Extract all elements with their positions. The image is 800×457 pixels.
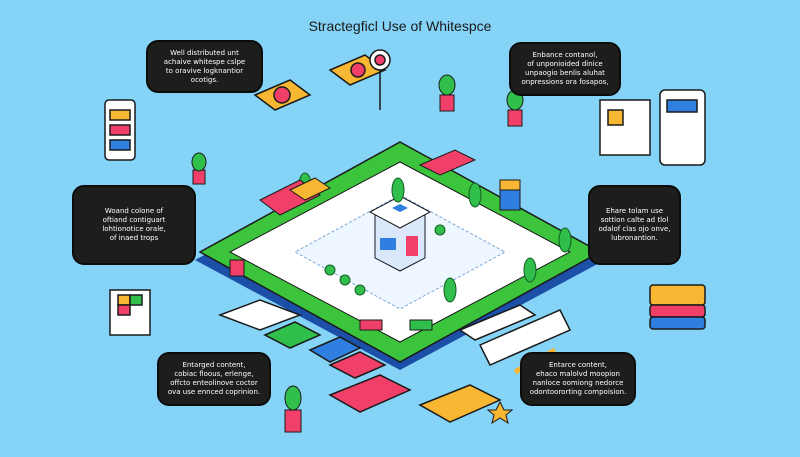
speech-bubble-bottom-left: Entarged content, cobiac floous, erlenge…	[157, 352, 271, 406]
potted-plants	[191, 74, 524, 433]
speech-bubble-bottom-right: Entarce content, ehaco malolvd moopion n…	[520, 352, 636, 406]
page-title: Stractegficl Use of Whitespce	[308, 18, 492, 34]
bubble-text: Entarce content, ehaco malolvd moopion n…	[529, 361, 627, 396]
speech-bubble-top-right: Enbance contanol, of unponioided dinice …	[509, 42, 621, 96]
floating-cards	[104, 49, 706, 423]
bubble-text: Woand colone of oftiand contiguart lohti…	[102, 207, 166, 242]
bubble-text: Entarged content, cobiac floous, erlenge…	[167, 361, 261, 396]
bubble-text: Well distributed unt achaive whitespe cs…	[163, 48, 246, 84]
bubble-text: Ehare tolam use sottion calte ad tlol od…	[598, 207, 671, 242]
speech-bubble-mid-left: Woand colone of oftiand contiguart lohti…	[72, 185, 196, 265]
speech-bubble-mid-right: Ehare tolam use sottion calte ad tlol od…	[588, 185, 681, 265]
building	[368, 195, 432, 272]
bubble-text: Enbance contanol, of unponioided dinice …	[521, 51, 609, 86]
speech-bubble-top-left: Well distributed unt achaive whitespe cs…	[146, 40, 263, 93]
star-icon	[486, 400, 514, 425]
content-blocks	[229, 149, 521, 331]
